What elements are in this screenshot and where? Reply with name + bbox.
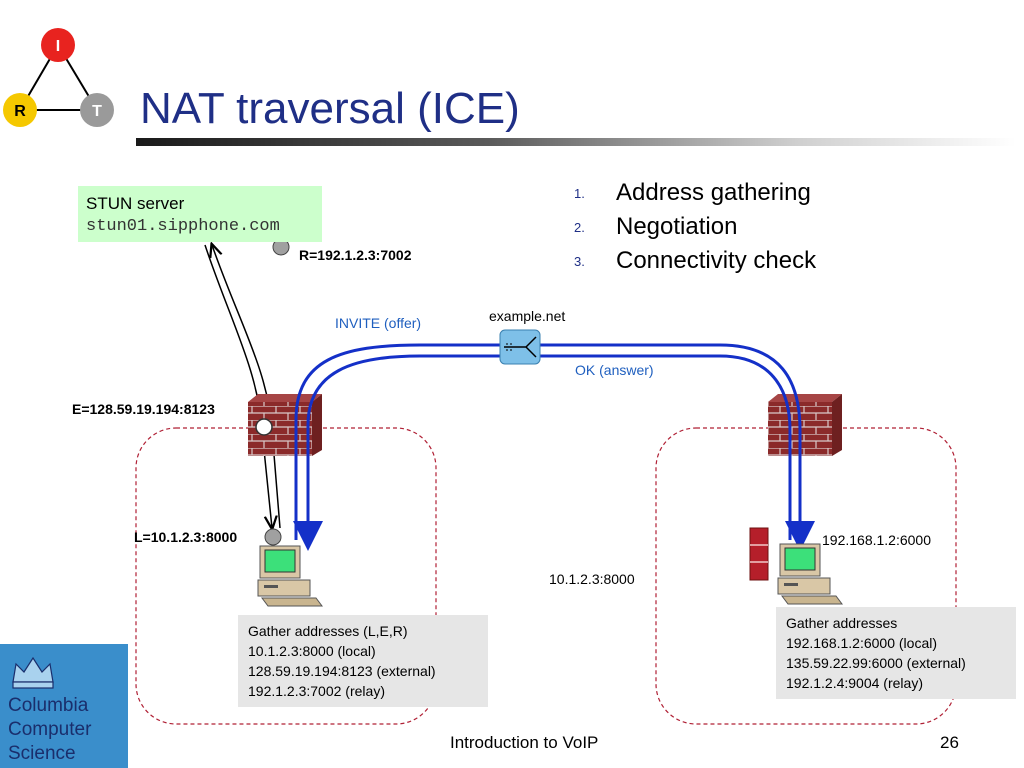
- logo-node-r: [3, 93, 37, 127]
- institution-name: Columbia Computer Science: [8, 695, 92, 764]
- page-number: 26: [940, 733, 959, 752]
- svg-text:R: R: [14, 103, 26, 120]
- relay-address-label: R=192.1.2.3:7002: [299, 247, 412, 263]
- stun-server-title: STUN server: [86, 194, 185, 213]
- list-item: 192.168.1.2:6000 (local): [786, 635, 937, 651]
- left-gather-heading: Gather addresses (L,E,R): [248, 623, 408, 639]
- logo-node-i: [41, 28, 75, 62]
- local-address-dot: [264, 528, 282, 546]
- local-address-label: L=10.1.2.3:8000: [134, 529, 238, 545]
- right-nat-firewall: [768, 394, 842, 456]
- title-underline: [136, 138, 1016, 146]
- external-address-dot: [255, 418, 273, 436]
- ice-steps-list: 1.Address gathering 2.Negotiation 3.Conn…: [574, 176, 816, 278]
- proxy-label: example.net: [489, 308, 566, 324]
- invite-path: [294, 343, 815, 551]
- list-item: 2.Negotiation: [574, 213, 738, 240]
- footer-title: Introduction to VoIP: [450, 733, 599, 752]
- page-title: NAT traversal (ICE): [140, 84, 520, 133]
- list-item: 10.1.2.3:8000 (local): [248, 643, 376, 659]
- stun-response-arrow: [212, 245, 281, 529]
- columbia-logo: Columbia Computer Science: [0, 644, 128, 768]
- stun-server-host: stun01.sipphone.com: [86, 217, 280, 236]
- right-host-address-label: 192.168.1.2:6000: [822, 532, 931, 548]
- irt-logo: I R T: [3, 28, 114, 127]
- stun-request-arrow: [204, 244, 272, 528]
- right-gather-box: Gather addresses 192.168.1.2:6000 (local…: [776, 607, 1016, 699]
- logo-node-t: [80, 93, 114, 127]
- left-private-domain: [135, 427, 437, 725]
- mid-address-label: 10.1.2.3:8000: [549, 571, 635, 587]
- ok-label: OK (answer): [575, 362, 654, 378]
- stun-server-box: STUN server stun01.sipphone.com: [78, 186, 322, 242]
- list-item: 128.59.19.194:8123 (external): [248, 663, 436, 679]
- invite-label: INVITE (offer): [335, 315, 422, 331]
- crown-icon: [12, 656, 54, 689]
- list-item: 3.Connectivity check: [574, 247, 817, 274]
- list-item: 192.1.2.4:9004 (relay): [786, 675, 923, 691]
- right-private-domain: [655, 427, 957, 725]
- left-computer-icon: [257, 545, 323, 607]
- right-computer-icon: [777, 543, 843, 605]
- external-address-label: E=128.59.19.194:8123: [72, 401, 215, 417]
- svg-text:T: T: [92, 103, 102, 120]
- right-gather-heading: Gather addresses: [786, 615, 898, 631]
- sip-proxy-icon: [499, 329, 541, 365]
- list-item: 1.Address gathering: [574, 179, 811, 206]
- right-local-firewall-icon: [749, 527, 769, 581]
- svg-text:I: I: [56, 38, 60, 55]
- ok-path: [293, 354, 792, 551]
- list-item: 192.1.2.3:7002 (relay): [248, 683, 385, 699]
- left-gather-box: Gather addresses (L,E,R) 10.1.2.3:8000 (…: [238, 615, 488, 707]
- list-item: 135.59.22.99:6000 (external): [786, 655, 966, 671]
